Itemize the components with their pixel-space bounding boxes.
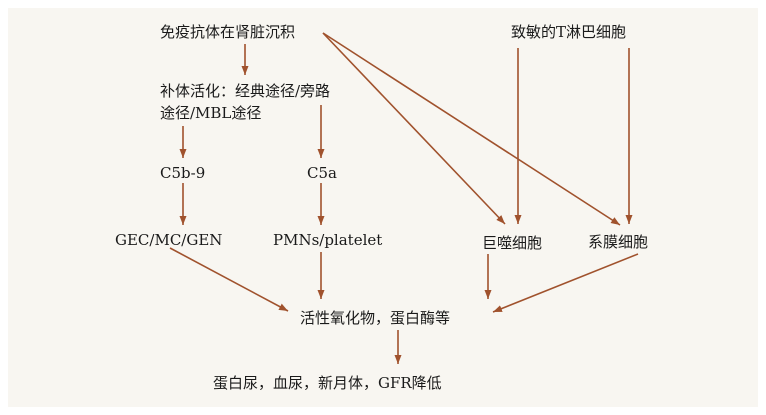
node-mesangial-cell: 系膜细胞 [588, 233, 649, 251]
arrow-deposit-to-macrophage [322, 32, 506, 225]
node-outcome: 蛋白尿，血尿，新月体，GFR降低 [213, 374, 442, 392]
node-c5a: C5a [307, 164, 337, 182]
node-pmns-platelet: PMNs/platelet [273, 231, 383, 249]
arrow-gec-to-ros [169, 247, 289, 312]
arrow-deposit-to-mesangial [322, 32, 621, 226]
node-gec-mc-gen: GEC/MC/GEN [115, 231, 223, 249]
arrow-mesangial-to-ros [492, 253, 639, 313]
node-reactive-oxygen-protease: 活性氧化物，蛋白酶等 [300, 309, 451, 327]
node-complement-line-2: 途径/MBL途径 [160, 104, 262, 122]
node-complement-line-1: 补体活化：经典途径/旁路 [160, 82, 331, 100]
diagram-canvas: 免疫抗体在肾脏沉积 致敏的T淋巴细胞 补体活化：经典途径/旁路 途径/MBL途径… [8, 8, 758, 407]
node-c5b9: C5b-9 [160, 164, 206, 182]
node-macrophage: 巨噬细胞 [482, 234, 543, 252]
node-immune-deposit: 免疫抗体在肾脏沉积 [160, 23, 296, 41]
node-sensitized-t-cell: 致敏的T淋巴细胞 [511, 23, 627, 41]
arrow-layer [169, 32, 639, 364]
